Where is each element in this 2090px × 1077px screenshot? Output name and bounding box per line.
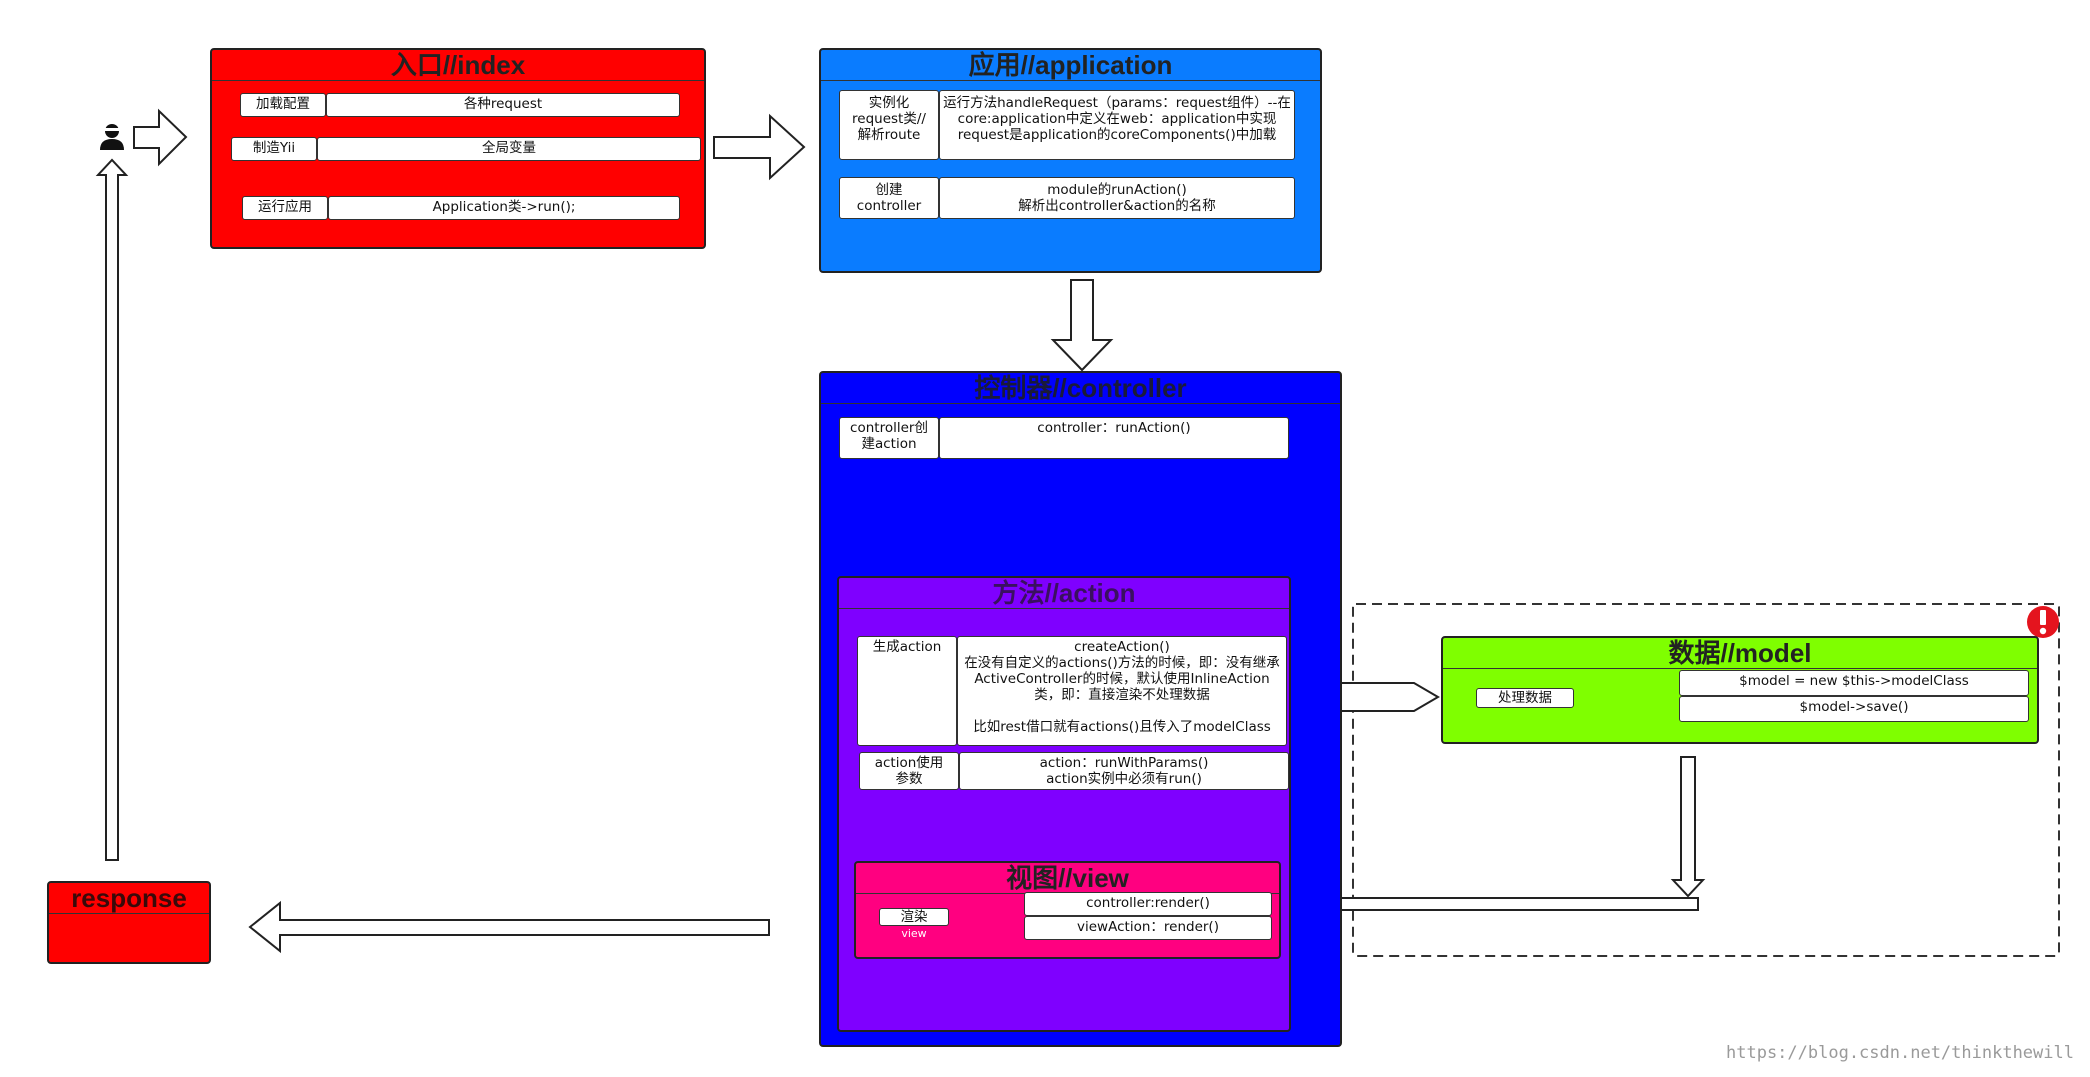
- watermark: https://blog.csdn.net/thinkthewill: [1726, 1043, 2074, 1063]
- action-row-2-label: action使用 参数: [859, 752, 959, 790]
- controller-header-divider: [821, 403, 1340, 404]
- model-header-divider: [1443, 668, 2037, 669]
- controller-title: 控制器//controller: [974, 373, 1187, 403]
- action-header-divider: [839, 608, 1289, 609]
- application-panel: 应用//application 实例化 request类// 解析route 运…: [819, 48, 1322, 273]
- exclamation-icon: [2027, 606, 2059, 638]
- index-row-2-label: 制造Yii: [231, 137, 317, 161]
- index-row-3-content: Application类->run();: [328, 196, 680, 220]
- index-row-1-content: 各种request: [326, 93, 680, 117]
- application-row-1-label: 实例化 request类// 解析route: [839, 90, 939, 160]
- application-row-2-label: 创建 controller: [839, 177, 939, 219]
- arrow-model-to-view: [1301, 881, 1699, 927]
- model-row-2: $model->save(): [1679, 696, 2029, 722]
- model-title: 数据//model: [1668, 638, 1812, 668]
- controller-row-1-label: controller创 建action: [839, 417, 939, 459]
- arrow-model-down: [1670, 756, 1706, 898]
- action-title: 方法//action: [992, 578, 1136, 608]
- view-label: 渲染: [879, 908, 949, 926]
- index-header-divider: [212, 80, 704, 81]
- action-row-1-label: 生成action: [857, 636, 957, 746]
- action-row-2-content: action：runWithParams() action实例中必须有run(): [959, 752, 1289, 790]
- response-panel: response: [47, 881, 211, 964]
- view-panel: 视图//view 渲染 view controller:render() vie…: [854, 861, 1281, 959]
- index-row-2-content: 全局变量: [317, 137, 701, 161]
- index-panel: 入口//index 加载配置 各种request 制造Yii 全局变量 运行应用…: [210, 48, 706, 249]
- application-header-divider: [821, 80, 1320, 81]
- arrow-index-to-application: [713, 113, 806, 181]
- response-header-divider: [49, 913, 209, 914]
- application-title: 应用//application: [968, 50, 1173, 80]
- index-row-1-label: 加载配置: [240, 93, 326, 117]
- index-row-3-label: 运行应用: [242, 196, 328, 220]
- response-title: response: [71, 883, 187, 913]
- index-title: 入口//index: [390, 50, 526, 80]
- user-icon: [100, 124, 124, 150]
- application-row-1-content: 运行方法handleRequest（params：request组件）--在 c…: [939, 90, 1295, 160]
- application-row-2-content: module的runAction() 解析出controller&action的…: [939, 177, 1295, 219]
- view-row-2: viewAction：render(): [1024, 916, 1272, 940]
- arrow-user-to-index: [133, 108, 188, 167]
- action-row-1-content: createAction() 在没有自定义的actions()方法的时候，即：没…: [957, 636, 1287, 746]
- action-panel: 方法//action 生成action createAction() 在没有自定…: [837, 576, 1291, 1032]
- model-row-1: $model = new $this->modelClass: [1679, 670, 2029, 696]
- arrow-application-to-controller: [1050, 279, 1114, 372]
- arrow-response-to-user: [95, 158, 129, 861]
- model-label: 处理数据: [1476, 688, 1574, 708]
- controller-row-1-content: controller：runAction(): [939, 417, 1289, 459]
- view-title: 视图//view: [1006, 863, 1129, 893]
- arrow-view-to-response: [248, 900, 770, 954]
- view-row-1: controller:render(): [1024, 892, 1272, 916]
- model-panel: 数据//model 处理数据 $model = new $this->model…: [1441, 636, 2039, 744]
- view-sublabel: view: [901, 927, 927, 940]
